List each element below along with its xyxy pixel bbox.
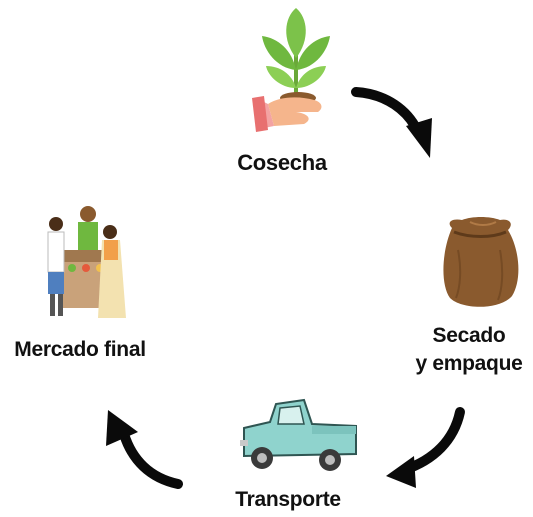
arrowhead-1 (406, 118, 432, 158)
step-label-secado: Secado y empaque (405, 322, 533, 378)
step-label-cosecha: Cosecha (237, 150, 327, 175)
step-label-mercado: Mercado final (14, 338, 146, 361)
arrowhead-2 (386, 456, 416, 488)
step-label-secado-line2: y empaque (415, 352, 523, 375)
step-label-secado-line1: Secado (432, 324, 506, 347)
market-stall-icon (47, 206, 126, 318)
arrowhead-3 (106, 410, 138, 446)
plant-in-hand-icon (252, 8, 330, 132)
arrow-transporte-to-mercado (119, 429, 183, 489)
sack-icon (443, 217, 519, 307)
pickup-truck-icon (240, 398, 357, 471)
step-label-transporte: Transporte (235, 488, 341, 511)
